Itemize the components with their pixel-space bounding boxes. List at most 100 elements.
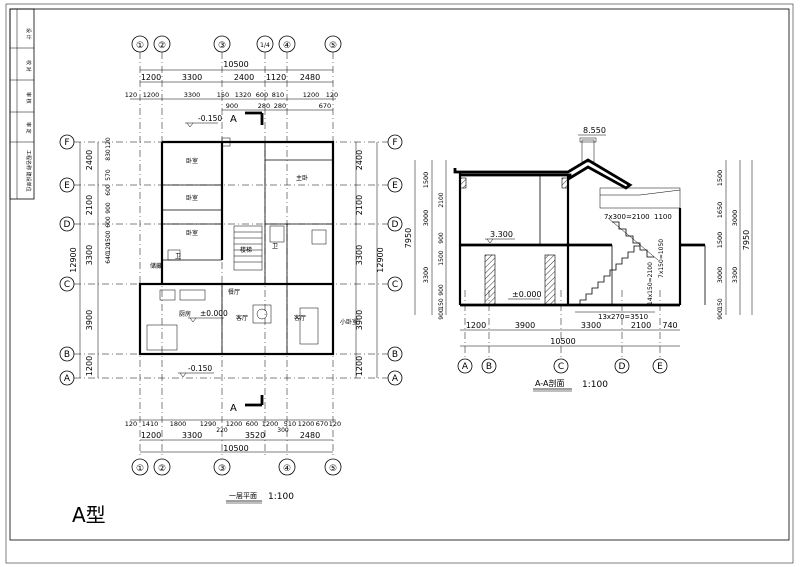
axis-bubble-label: C — [392, 280, 398, 290]
section-axis-label: E — [657, 362, 663, 372]
room-label: 卧室 — [186, 194, 198, 202]
dim-top: 3300 — [182, 73, 202, 82]
axis-bubble-label: D — [64, 220, 71, 230]
section-right-dim: 3000 — [731, 210, 739, 227]
dim-bottom2: 3520 — [245, 431, 265, 440]
left-dimensions: 2400 2100 3300 3900 1200 12900 120 830 5… — [69, 137, 112, 378]
plan-level-marks: -0.150 ±0.000 -0.150 — [178, 114, 228, 378]
section-left-dim: 150 — [438, 298, 445, 310]
section-stair-lower — [579, 245, 640, 305]
dim-bottom: 1200 — [298, 420, 315, 428]
room-label: 楼梯 — [240, 246, 252, 254]
level-mark: -0.150 — [188, 364, 212, 373]
dim-left-inner: 830 — [105, 149, 112, 161]
room-label: 主卧 — [296, 174, 308, 182]
dim-top3: 670 — [319, 102, 331, 110]
level-top: 8.550 — [583, 126, 606, 135]
dim-top2: 1320 — [235, 91, 252, 99]
top-axis-bubbles: ① ② ③ 1/4 ④ ⑤ — [131, 35, 342, 53]
section-mark-top: A — [230, 114, 237, 125]
axis-bubble-label: B — [64, 350, 70, 360]
axis-bubble-label: ③ — [218, 464, 226, 474]
section-left-dim: 2100 — [438, 192, 445, 207]
axis-bubble-label: 1/4 — [260, 42, 270, 49]
section-right-dim: 3300 — [731, 267, 739, 284]
right-dimensions: 2400 2100 3300 3900 1200 12900 — [355, 142, 385, 378]
section-mark-bottom: A — [230, 403, 237, 414]
stair-rise-upper: 7x150=1050 — [658, 239, 665, 278]
dim-left-inner: 600 — [105, 216, 112, 228]
dim-bottom: 1800 — [170, 420, 187, 428]
dim-top2: 120 — [326, 91, 338, 99]
plan-title: 一层平面 — [229, 492, 257, 500]
plan-walls — [138, 137, 335, 356]
dim-right-total: 12900 — [376, 247, 385, 272]
axis-bubble-label: E — [64, 181, 70, 191]
axis-bubble-label: A — [64, 374, 71, 384]
dim-top2: 1200 — [303, 91, 320, 99]
axis-bubble-label: ② — [158, 464, 166, 474]
section-left-dims: 7950 1500 3000 3300 2100 900 1500 900 15… — [404, 160, 447, 320]
title-row-2: 校 对 — [25, 60, 32, 72]
section-a-a: 8.550 3.300 ±0.000 7x300=2100 1100 13x27… — [404, 126, 753, 392]
section-stair-upper — [607, 217, 659, 261]
section-dim: 2100 — [631, 321, 651, 330]
dim-top2: 120 — [125, 91, 137, 99]
axis-bubble-label: D — [392, 220, 399, 230]
section-left-dim: 3000 — [422, 210, 430, 227]
bottom-axis-bubbles: ① ② ③ ④ ⑤ — [131, 458, 342, 476]
dim-top-total: 10500 — [223, 60, 248, 69]
axis-bubble-label: ① — [136, 41, 144, 51]
dim-bottom2: 2480 — [300, 431, 320, 440]
section-dim: 3900 — [515, 321, 535, 330]
section-levels: 8.550 3.300 ±0.000 — [485, 126, 606, 300]
dim-bottom3: 220 — [216, 427, 228, 434]
section-title: A-A剖面 — [535, 378, 564, 388]
room-label: 卧室 — [186, 157, 198, 165]
section-left-dim: 1500 — [438, 250, 445, 265]
section-cut-marks: A A — [230, 111, 264, 414]
title-block: 设 计 校 对 审 核 审 定 工程名称 建设单位 — [9, 8, 35, 200]
section-axis-bubbles: A B C D E — [457, 358, 668, 374]
dim-bottom: 670 — [316, 420, 328, 428]
title-row-4: 审 定 — [25, 122, 32, 134]
dim-left: 2100 — [85, 195, 94, 215]
dim-top: 2480 — [300, 73, 320, 82]
section-right-dim: 1500 — [716, 170, 724, 187]
dim-left-inner: 120 — [105, 137, 112, 149]
stair-rise-lower: 14x150=2100 — [647, 262, 654, 305]
section-left-dim: 3300 — [422, 267, 430, 284]
section-right-total: 7950 — [742, 230, 751, 250]
title-row-3: 审 核 — [25, 92, 32, 104]
dim-left: 2400 — [85, 150, 94, 170]
dim-left-inner: 900 — [105, 202, 112, 214]
dim-bottom: 1410 — [142, 420, 159, 428]
sheet-outer-border — [5, 3, 794, 564]
dim-right: 3900 — [355, 310, 364, 330]
room-label: 餐厅 — [228, 288, 240, 296]
dim-left: 3900 — [85, 310, 94, 330]
section-dim-total: 10500 — [550, 337, 575, 346]
section-right-dim: 3000 — [716, 267, 724, 284]
section-structure — [453, 137, 706, 307]
sheet-border — [9, 8, 790, 541]
dim-left-total: 12900 — [69, 247, 78, 272]
axis-bubble-label: ⑤ — [329, 464, 337, 474]
dim-bottom: 600 — [246, 420, 258, 428]
stair-lower-dim: 13x270=3510 — [598, 313, 648, 321]
dim-bottom: 1200 — [262, 420, 279, 428]
dim-right: 2100 — [355, 195, 364, 215]
section-right-dim: 1500 — [716, 232, 724, 249]
axis-bubble-label: F — [392, 138, 397, 148]
dim-top: 1120 — [266, 73, 286, 82]
section-axis-label: D — [619, 362, 626, 372]
level-mark: -0.150 — [198, 114, 222, 123]
section-axis-label: A — [462, 362, 469, 372]
room-label: 卧室 — [186, 229, 198, 237]
axis-bubble-label: E — [392, 181, 398, 191]
section-right-dim: 150 — [717, 298, 724, 310]
section-left-dim: 900 — [438, 232, 445, 244]
axis-bubble-label: ② — [158, 41, 166, 51]
dim-bottom: 120 — [329, 420, 341, 428]
